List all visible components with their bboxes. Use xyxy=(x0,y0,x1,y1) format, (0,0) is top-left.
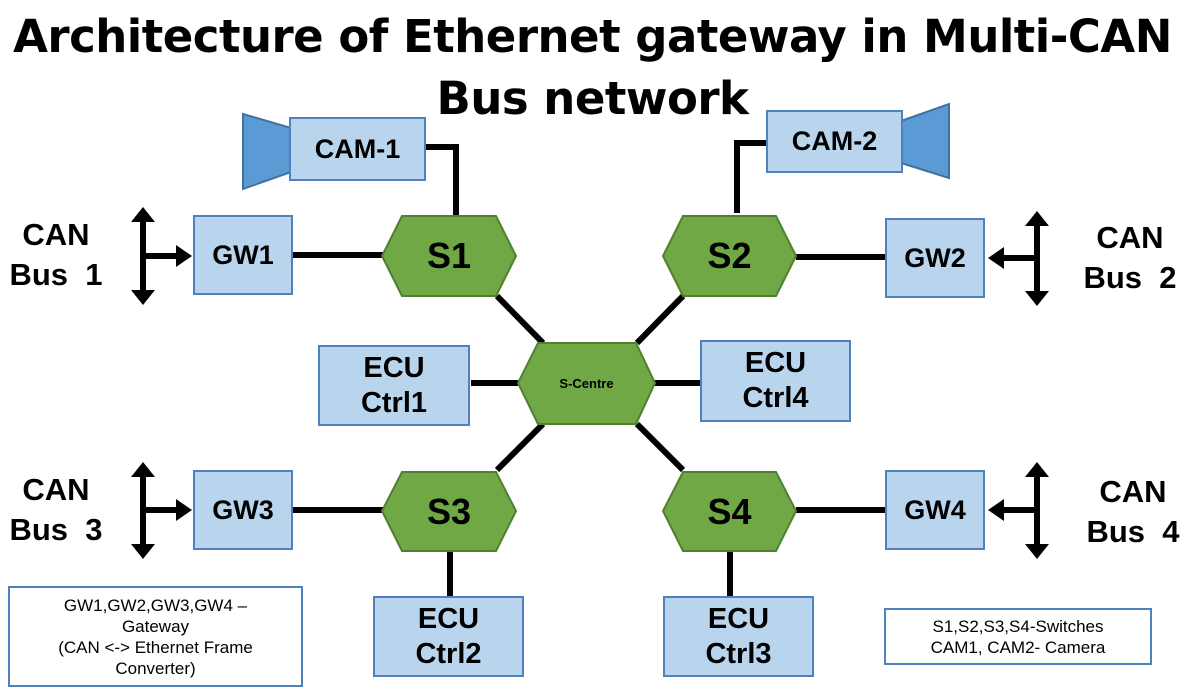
gateway-gw4-label: GW4 xyxy=(904,494,966,525)
switch-s2-label: S2 xyxy=(707,235,752,276)
legend-gateway: GW1,GW2,GW3,GW4 – Gateway (CAN <-> Ether… xyxy=(8,586,303,687)
can-bus-3-label: CAN Bus 3 xyxy=(9,472,103,547)
can-bus-4-label: CAN Bus 4 xyxy=(1086,474,1180,549)
ecu-ctrl1: ECU Ctrl1 xyxy=(318,345,470,426)
link-s1-centre xyxy=(494,293,546,346)
can-bus-1-arrow xyxy=(131,207,192,305)
switch-s3-label: S3 xyxy=(426,490,472,532)
link-s3-centre xyxy=(494,421,546,473)
ecu-ctrl4: ECU Ctrl4 xyxy=(700,340,851,422)
link-cam2-s2 xyxy=(734,140,767,213)
ecu-ctrl3-line2: Ctrl3 xyxy=(705,637,772,670)
switch-s4-label: S4 xyxy=(707,490,752,532)
gateway-gw1-label: GW1 xyxy=(212,239,274,270)
switch-s1-shape xyxy=(380,215,518,297)
ecu-ctrl1-line2: Ctrl1 xyxy=(360,386,428,419)
legend-switches: S1,S2,S3,S4-Switches CAM1, CAM2- Camera xyxy=(884,608,1152,665)
gateway-gw2-label: GW2 xyxy=(904,242,966,273)
link-s2-centre xyxy=(634,293,686,346)
legend-gateway-line2: Gateway xyxy=(121,616,190,636)
switch-centre-shape xyxy=(516,342,657,425)
can-bus-3-arrow xyxy=(131,462,192,559)
ecu-ctrl4-line2: Ctrl4 xyxy=(742,382,809,414)
can-bus-1-label: CAN Bus 1 xyxy=(9,217,103,292)
ecu-ctrl3-line1: ECU xyxy=(707,602,770,635)
can-bus-4-arrow xyxy=(988,462,1049,559)
switch-s4-shape xyxy=(661,471,798,552)
can-bus-arrows xyxy=(131,207,1049,559)
switch-s1-label: S1 xyxy=(426,235,472,276)
camera-2-box: CAM-2 xyxy=(766,110,903,173)
gateway-gw4: GW4 xyxy=(885,470,985,550)
legend-gateway-line4: Converter) xyxy=(115,658,196,678)
camera-2-label: CAM-2 xyxy=(791,126,878,156)
legend-gateway-line1: GW1,GW2,GW3,GW4 – xyxy=(63,595,248,615)
legend-gateway-line3: (CAN <-> Ethernet Frame xyxy=(58,637,253,657)
switch-s2-shape xyxy=(661,215,798,297)
legend-switches-line1: S1,S2,S3,S4-Switches xyxy=(932,616,1104,636)
camera-1-box: CAM-1 xyxy=(289,117,426,181)
ecu-ctrl2: ECU Ctrl2 xyxy=(373,596,524,677)
ecu-ctrl3: ECU Ctrl3 xyxy=(663,596,814,677)
gateway-gw2: GW2 xyxy=(885,218,985,298)
ecu-ctrl1-line1: ECU xyxy=(363,351,425,384)
ecu-ctrl2-line2: Ctrl2 xyxy=(415,637,482,670)
can-bus-2-label: CAN Bus 2 xyxy=(1083,220,1177,295)
camera-1-label: CAM-1 xyxy=(314,133,401,164)
connection-lines xyxy=(292,140,886,597)
link-s4-centre xyxy=(634,421,686,473)
switch-s3-shape xyxy=(380,471,518,552)
title-line-2: Bus network xyxy=(436,72,749,125)
gateway-gw3: GW3 xyxy=(193,470,293,550)
ecu-ctrl2-line1: ECU xyxy=(417,602,480,635)
ecu-ctrl4-line1: ECU xyxy=(744,347,807,379)
legend-switches-line2: CAM1, CAM2- Camera xyxy=(930,637,1106,657)
can-bus-2-arrow xyxy=(988,211,1049,306)
diagram-title: Architecture of Ethernet gateway in Mult… xyxy=(0,6,1185,130)
title-line-1: Architecture of Ethernet gateway in Mult… xyxy=(13,10,1172,63)
gateway-gw3-label: GW3 xyxy=(212,494,274,525)
gateway-gw1: GW1 xyxy=(193,215,293,295)
link-cam1-s1 xyxy=(425,144,459,216)
switch-centre-label: S-Centre xyxy=(559,376,614,391)
